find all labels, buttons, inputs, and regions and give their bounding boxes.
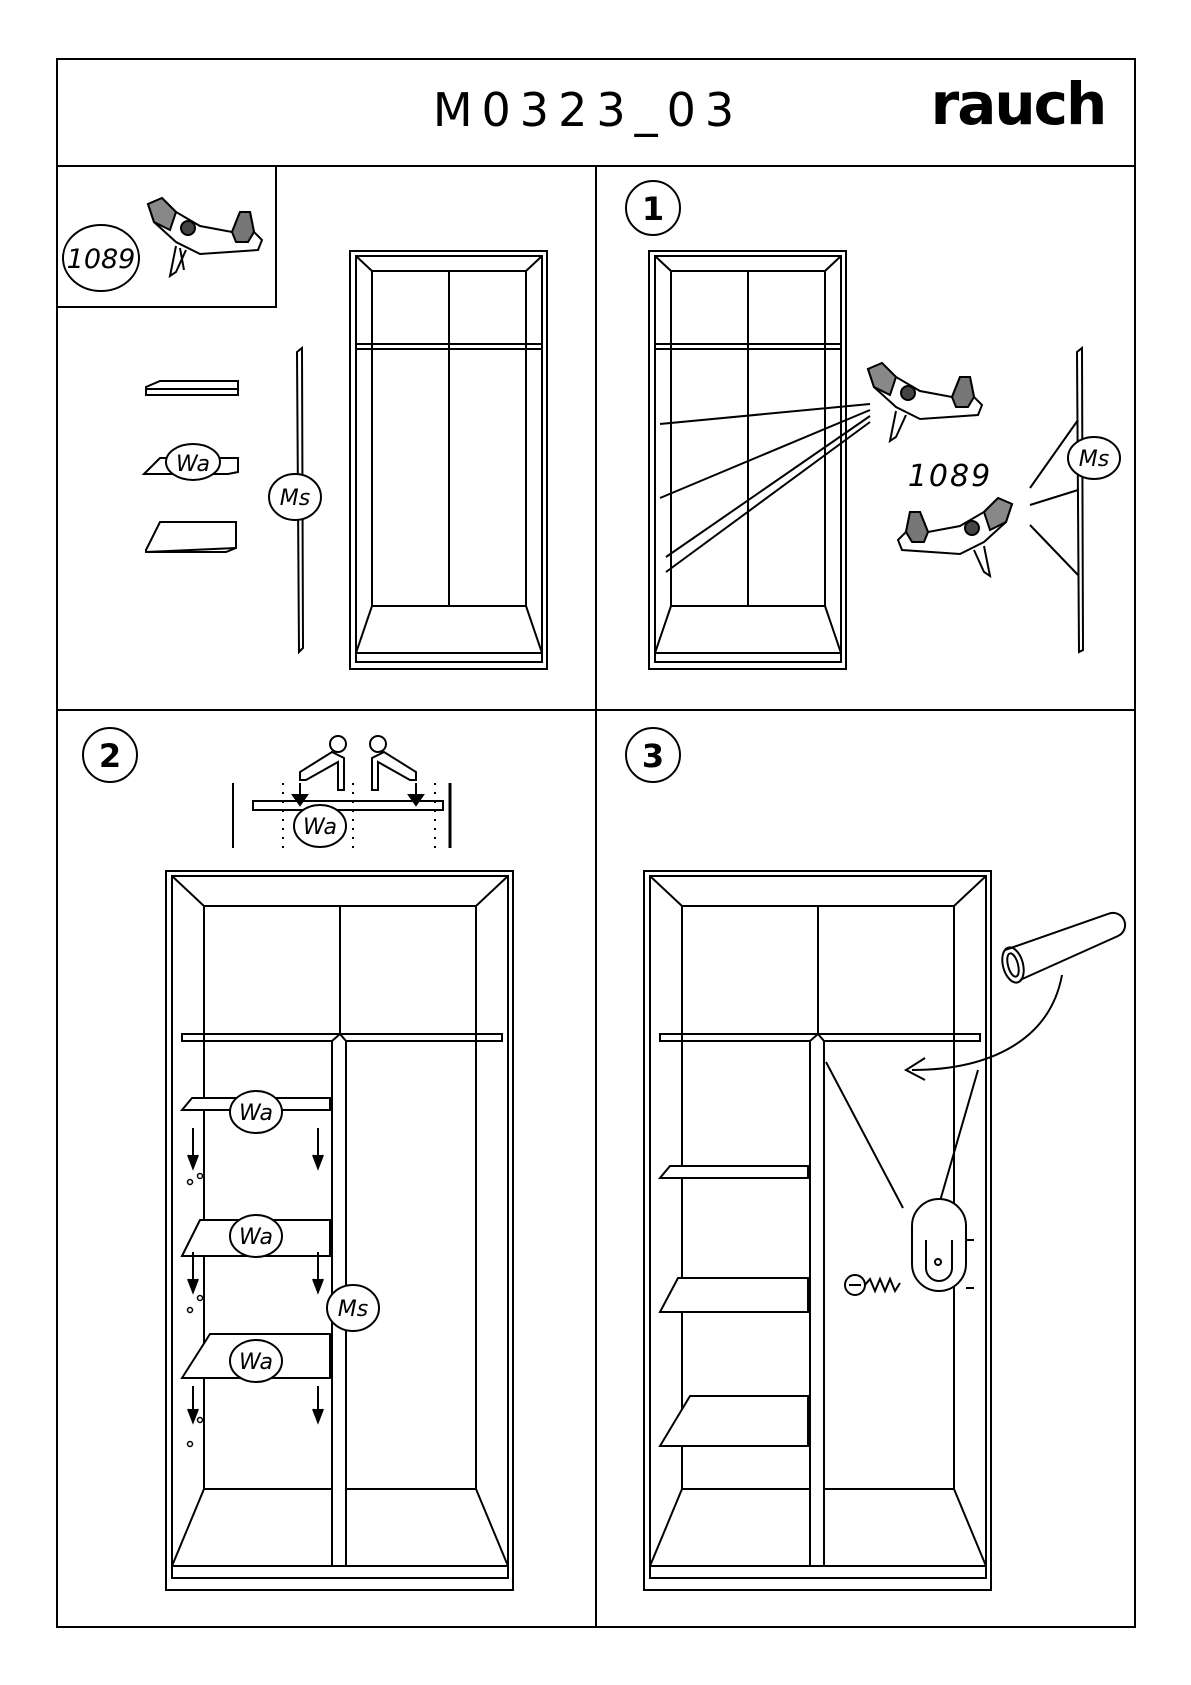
brand-logo: rauch [931, 70, 1106, 138]
arrow-down-icon [188, 1252, 198, 1292]
step-number: 3 [642, 737, 664, 775]
divider-panel-icon [1030, 348, 1083, 652]
divider-label: Ms [1079, 447, 1109, 472]
arrow-down-icon [188, 1386, 198, 1422]
divider-label: Ms [338, 1297, 368, 1322]
wardrobe-drawing [649, 251, 870, 669]
step-number: 2 [99, 737, 121, 775]
document-code: M0323_03 [433, 83, 743, 137]
header: M0323_03 rauch [433, 70, 1106, 138]
shelf-label: Wa [303, 815, 337, 840]
panel-step-1: 1 1089 [626, 181, 1120, 669]
arrow-down-icon [313, 1386, 323, 1422]
step-number: 1 [642, 190, 664, 228]
shelf-label: Wa [176, 452, 210, 477]
arrow-down-icon [188, 1128, 198, 1168]
panel-step-2: 2 [83, 728, 513, 1590]
panel-step-3: 3 [626, 728, 1125, 1590]
wardrobe-drawing [350, 251, 547, 669]
person-icon [300, 736, 346, 790]
shelf-label: Wa [239, 1225, 273, 1250]
screw-icon [845, 1275, 900, 1295]
clip-1089-icon [868, 363, 982, 441]
clip-1089-icon [898, 498, 1012, 576]
arrow-down-icon [313, 1252, 323, 1292]
person-icon [370, 736, 416, 790]
shelf-label: Wa [239, 1101, 273, 1126]
part-number-label: 1089 [908, 459, 992, 494]
part-number-label: 1089 [67, 244, 136, 275]
rail-icon [999, 913, 1125, 985]
shelf-icon [146, 522, 236, 552]
shelf-label: Wa [239, 1350, 273, 1375]
shelf-icon [146, 381, 238, 395]
arrow-down-icon [313, 1128, 323, 1168]
divider-label: Ms [280, 486, 310, 511]
clip-1089-icon [148, 198, 262, 276]
page-frame [57, 59, 1135, 1627]
rail-bracket-icon [912, 1199, 974, 1291]
wardrobe-drawing [166, 871, 513, 1590]
panel-parts: 1089 Wa Ms [57, 166, 547, 669]
